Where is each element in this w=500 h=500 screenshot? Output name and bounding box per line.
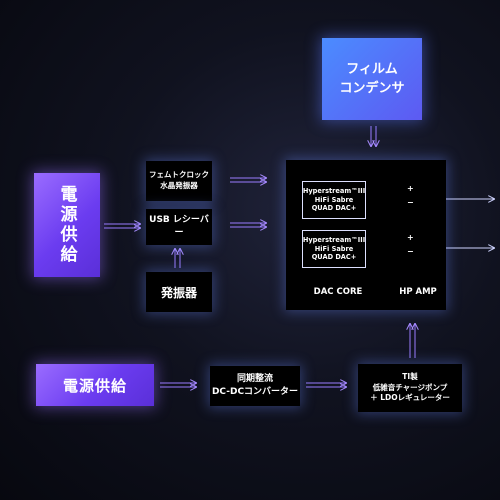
arrow-film-to-core bbox=[371, 126, 376, 146]
arrow-osc-to-usb bbox=[175, 249, 180, 268]
amp-2-minus-sign: − bbox=[407, 247, 414, 256]
usb-receiver-block: USB レシーバー bbox=[146, 209, 212, 245]
dac-chip-1-line1: Hyperstream™III bbox=[302, 186, 366, 195]
film-capacitor-line2: コンデンサ bbox=[339, 81, 405, 96]
arrow-dcdc-to-pump bbox=[306, 383, 346, 387]
arrow-femto-to-core bbox=[230, 178, 266, 182]
usb-receiver-label: USB レシーバー bbox=[149, 214, 209, 238]
hp-amp-label: HP AMP bbox=[399, 287, 437, 297]
dcdc-converter-block: 同期整流 DC-DCコンバーター bbox=[210, 366, 300, 406]
arrow-pump-to-amp bbox=[410, 324, 415, 358]
charge-pump-block: TI製 低雑音チャージポンプ ＋ LDOレギュレーター bbox=[358, 364, 462, 412]
power-supply-bottom-block: 電源供給 bbox=[36, 364, 154, 406]
dac-chip-2-line3: QUAD DAC+ bbox=[311, 253, 357, 262]
film-capacitor-line1: フィルム bbox=[346, 61, 398, 77]
charge-pump-line1: TI製 bbox=[402, 371, 418, 381]
oscillator-label: 発振器 bbox=[160, 285, 197, 300]
charge-pump-line2: 低雑音チャージポンプ bbox=[372, 382, 448, 392]
dcdc-line1: 同期整流 bbox=[236, 373, 273, 384]
film-capacitor-block: フィルム コンデンサ bbox=[322, 38, 422, 120]
arrow-usb-to-core bbox=[230, 223, 266, 227]
dac-chip-1-line2: HiFi Sabre bbox=[314, 195, 354, 204]
power-supply-left-block: 電源供給 bbox=[34, 173, 100, 277]
femto-clock-line2: 水晶発振器 bbox=[160, 181, 198, 190]
dac-chip-1: Hyperstream™III HiFi Sabre QUAD DAC+ bbox=[302, 181, 366, 219]
femto-clock-block: フェムトクロック 水晶発振器 bbox=[146, 161, 212, 201]
arrow-power-to-dcdc bbox=[160, 383, 196, 387]
dac-core-label: DAC CORE bbox=[313, 287, 363, 297]
arrow-power-to-usb bbox=[104, 224, 140, 228]
dac-chip-2-line1: Hyperstream™III bbox=[302, 235, 366, 244]
dac-chip-2: Hyperstream™III HiFi Sabre QUAD DAC+ bbox=[302, 230, 366, 268]
dac-chip-2-line2: HiFi Sabre bbox=[314, 244, 354, 253]
femto-clock-line1: フェムトクロック bbox=[149, 170, 209, 180]
power-supply-left-label: 電源供給 bbox=[56, 185, 77, 265]
amp-1-minus-sign: − bbox=[407, 198, 414, 207]
dac-chip-1-line3: QUAD DAC+ bbox=[311, 204, 357, 213]
oscillator-block: 発振器 bbox=[146, 272, 212, 312]
amp-2-plus-sign: + bbox=[407, 233, 414, 242]
charge-pump-line3: ＋ LDOレギュレーター bbox=[370, 393, 450, 403]
dcdc-line2: DC-DCコンバーター bbox=[211, 387, 299, 397]
amp-1-plus-sign: + bbox=[407, 184, 414, 193]
power-supply-bottom-label: 電源供給 bbox=[62, 376, 127, 395]
